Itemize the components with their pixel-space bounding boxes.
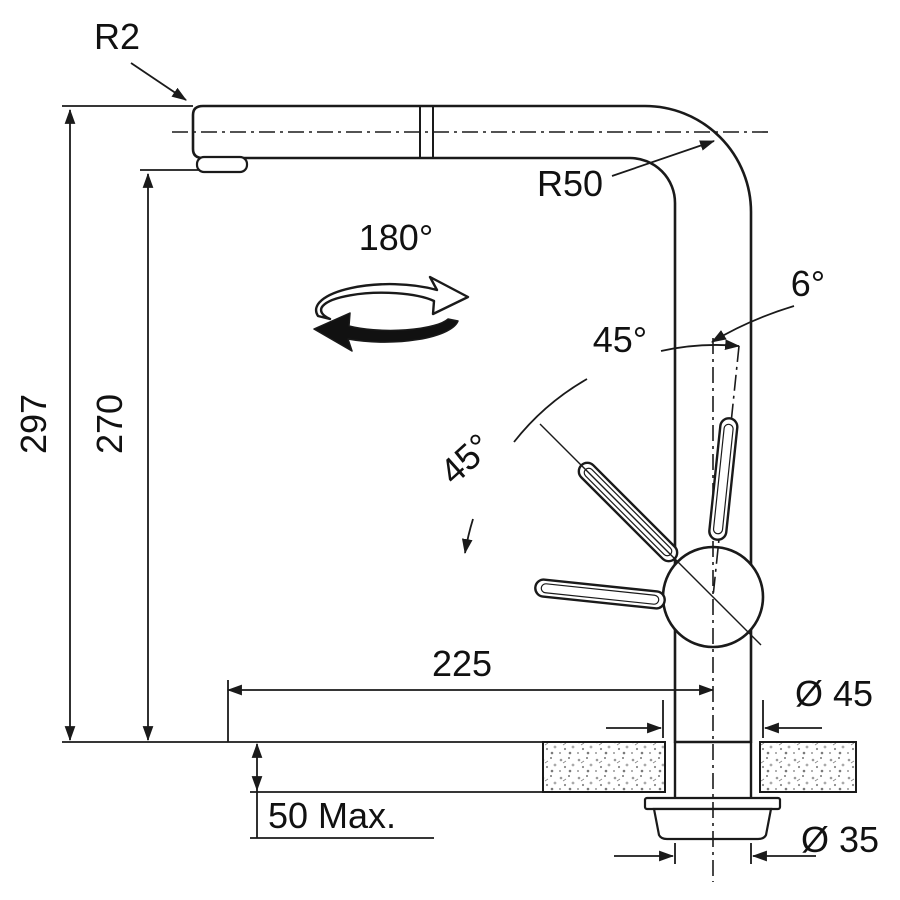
handle-horizontal-body bbox=[534, 578, 666, 610]
handle-upright bbox=[708, 417, 739, 541]
tip-radius-annotation: R2 bbox=[94, 16, 187, 101]
dim-overall-height-text: 297 bbox=[13, 394, 54, 454]
dim-outlet-height-text: 270 bbox=[89, 394, 130, 454]
dim-outlet-height: 270 bbox=[89, 169, 200, 742]
handle-upright-body bbox=[708, 417, 739, 541]
worktop-left-slab bbox=[542, 741, 666, 793]
handle-centerline-45deg bbox=[539, 423, 762, 646]
label-spout-tilt: 6° bbox=[791, 263, 825, 304]
dim-spout-reach-text: 225 bbox=[432, 643, 492, 684]
bend-radius-annotation: R50 bbox=[537, 140, 716, 204]
aerator bbox=[195, 155, 249, 174]
label-bend-radius: R50 bbox=[537, 163, 603, 204]
dim-hole-diameter-text: Ø 35 bbox=[801, 819, 879, 860]
swivel-arrow-icon bbox=[313, 275, 470, 352]
dim-max-worktop: 50 Max. bbox=[250, 742, 543, 839]
dim-hole-diameter: Ø 35 bbox=[614, 819, 879, 864]
label-handle-angle-upper: 45° bbox=[593, 319, 647, 360]
swing-arc-top bbox=[660, 339, 741, 352]
handle-horizontal-detail bbox=[540, 583, 660, 605]
dim-body-diameter-text: Ø 45 bbox=[795, 673, 873, 714]
spout-tilt-leader bbox=[711, 305, 795, 343]
handle-swing-arcs bbox=[461, 339, 741, 555]
swivel-arrow-top bbox=[314, 275, 470, 321]
worktop-right-slab bbox=[759, 741, 857, 793]
swing-arc-bottom bbox=[461, 518, 474, 555]
label-handle-angle-lower: 45° bbox=[432, 425, 500, 492]
label-swivel-range: 180° bbox=[359, 217, 433, 258]
handle-upright-detail bbox=[712, 423, 734, 535]
dim-overall-height: 297 bbox=[13, 105, 193, 742]
bend-radius-leader bbox=[611, 140, 716, 177]
swing-arc-middle bbox=[513, 378, 588, 443]
tip-radius-leader bbox=[130, 62, 187, 101]
worktop bbox=[542, 741, 857, 793]
label-tip-radius: R2 bbox=[94, 16, 140, 57]
dim-body-diameter: Ø 45 bbox=[606, 673, 873, 738]
dim-spout-reach: 225 bbox=[226, 643, 715, 742]
swivel-arrow-bottom bbox=[313, 312, 459, 352]
dim-max-worktop-text: 50 Max. bbox=[268, 795, 396, 836]
handle-horizontal bbox=[534, 578, 666, 610]
